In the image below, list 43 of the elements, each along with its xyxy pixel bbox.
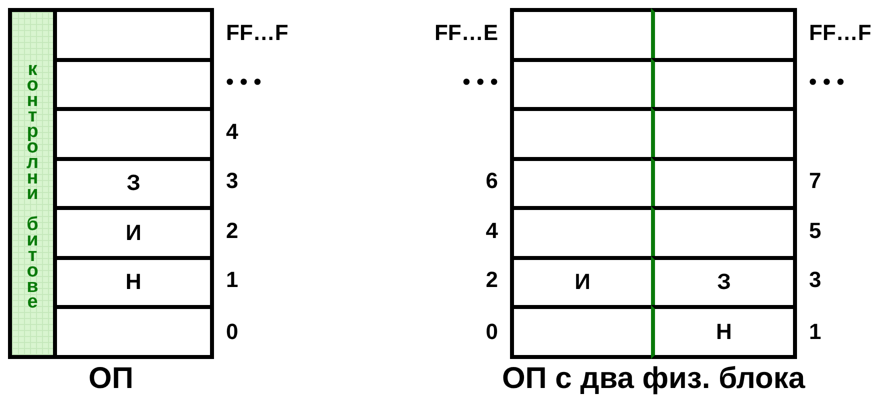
memory-cell — [510, 58, 651, 107]
memory-cell — [510, 206, 651, 256]
memory-cell — [510, 107, 651, 156]
address-label: 0 — [226, 318, 238, 345]
address-label: 2 — [226, 218, 238, 244]
memory-cell — [651, 206, 797, 256]
memory-cell: И — [53, 206, 214, 256]
address-label: 2 — [486, 267, 498, 294]
address-label: • • • — [226, 69, 262, 96]
memory-cell: Н — [651, 305, 797, 358]
memory-cell — [53, 107, 214, 156]
address-label: FF…F — [226, 20, 288, 46]
address-label: • • • — [462, 69, 498, 96]
memory-cell: И — [510, 256, 651, 305]
memory-cell: З — [53, 156, 214, 206]
memory-cell — [510, 8, 651, 58]
address-label: FF…F — [809, 20, 872, 46]
memory-cell — [651, 8, 797, 58]
memory-cell — [510, 305, 651, 358]
memory-cell — [53, 8, 214, 58]
address-label: 6 — [486, 168, 498, 194]
address-label: 1 — [809, 318, 822, 345]
memory-cell — [510, 156, 651, 206]
control-bits-strip: контролни битове — [8, 8, 53, 358]
address-label: 7 — [809, 168, 822, 194]
address-label: FF…E — [434, 20, 498, 46]
address-label: • • • — [809, 69, 844, 96]
address-label: 4 — [486, 218, 498, 244]
memory-cell: З — [651, 256, 797, 305]
address-label: 3 — [226, 168, 238, 194]
memory-caption: ОП — [88, 362, 134, 396]
memory-cell — [651, 107, 797, 156]
address-label: 0 — [486, 318, 498, 345]
memory-caption: ОП с два физ. блока — [500, 362, 806, 396]
address-label: 3 — [809, 267, 822, 294]
address-label: 5 — [809, 218, 822, 244]
memory-cell — [651, 156, 797, 206]
address-label: 1 — [226, 267, 238, 294]
memory-cell — [53, 58, 214, 107]
memory-cell — [53, 305, 214, 358]
address-label: 4 — [226, 118, 238, 145]
memory-cell — [651, 58, 797, 107]
memory-cell: Н — [53, 256, 214, 305]
